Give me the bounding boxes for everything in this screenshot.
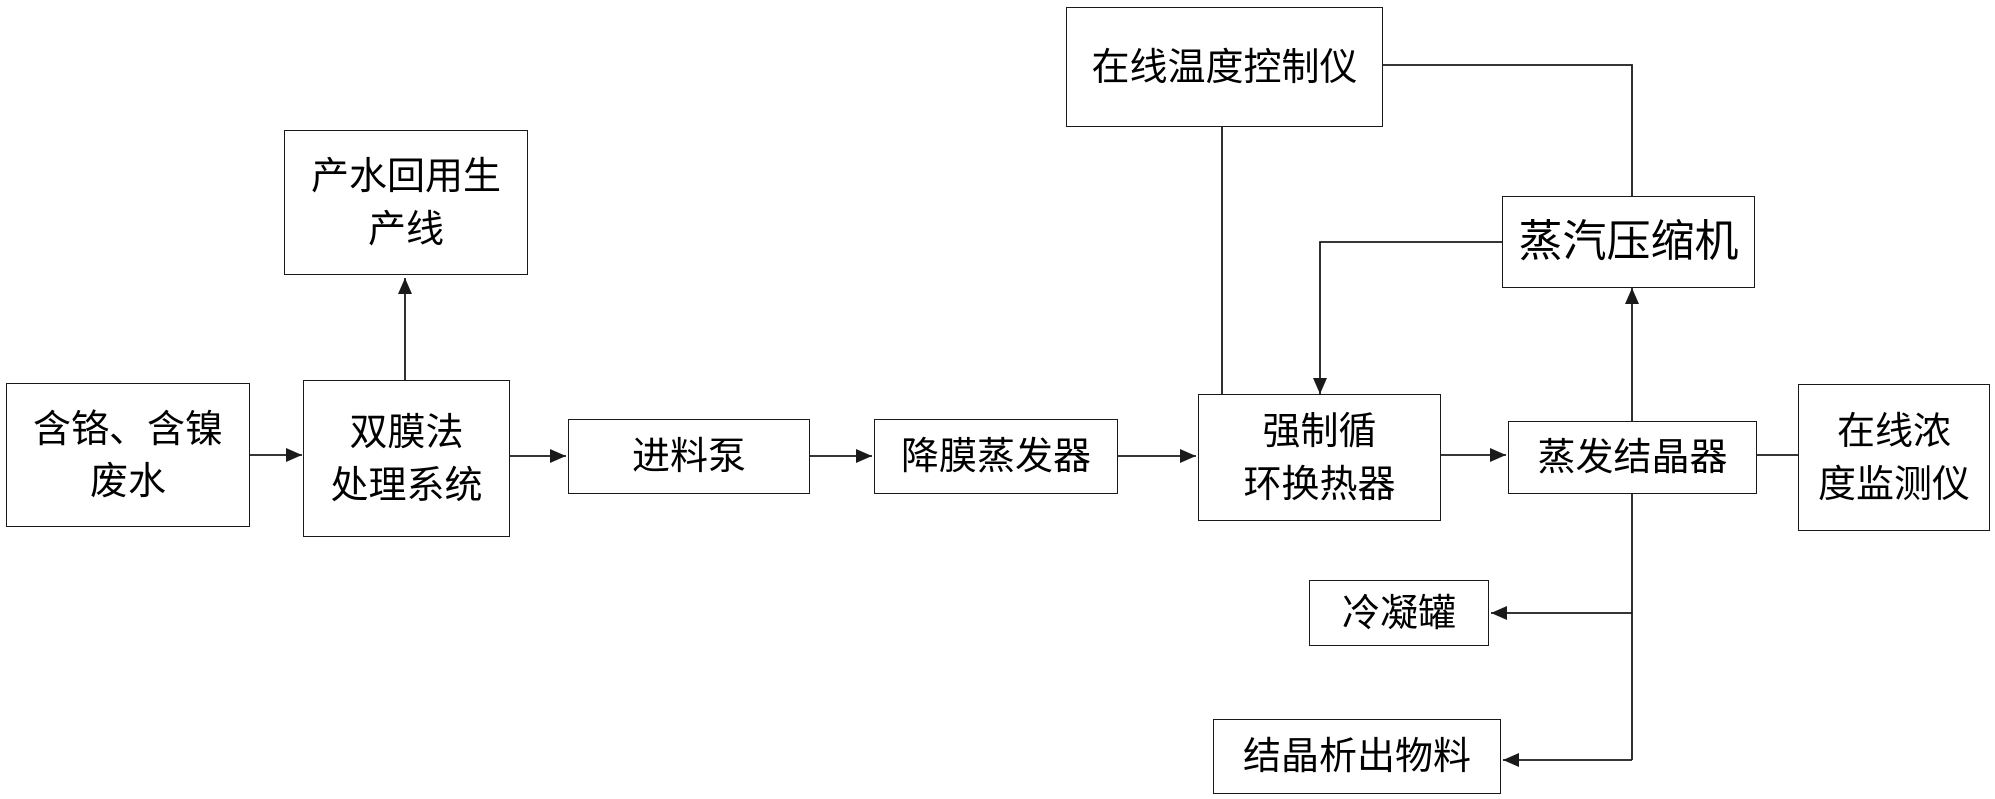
forced-circulation-exchanger-box: 强制循 环换热器	[1198, 394, 1441, 521]
evaporative-crystallizer-box: 蒸发结晶器	[1508, 421, 1757, 494]
temperature-controller-box: 在线温度控制仪	[1066, 7, 1383, 127]
crystal-output-box: 结晶析出物料	[1213, 719, 1501, 794]
condensate-tank-box: 冷凝罐	[1309, 580, 1489, 646]
reuse-production-line-box: 产水回用生 产线	[284, 130, 528, 275]
arrow-compressor-to-forced-circulation	[1313, 241, 1502, 394]
concentration-monitor-box: 在线浓 度监测仪	[1798, 384, 1990, 531]
dual-membrane-box: 双膜法 处理系统	[303, 380, 510, 537]
vapor-compressor-box: 蒸汽压缩机	[1502, 196, 1755, 288]
line-temp-controller-to-compressor	[1383, 64, 1633, 196]
falling-film-evaporator-box: 降膜蒸发器	[874, 419, 1118, 494]
feed-pump-box: 进料泵	[568, 419, 810, 494]
wastewater-box: 含铬、含镍 废水	[6, 383, 250, 527]
